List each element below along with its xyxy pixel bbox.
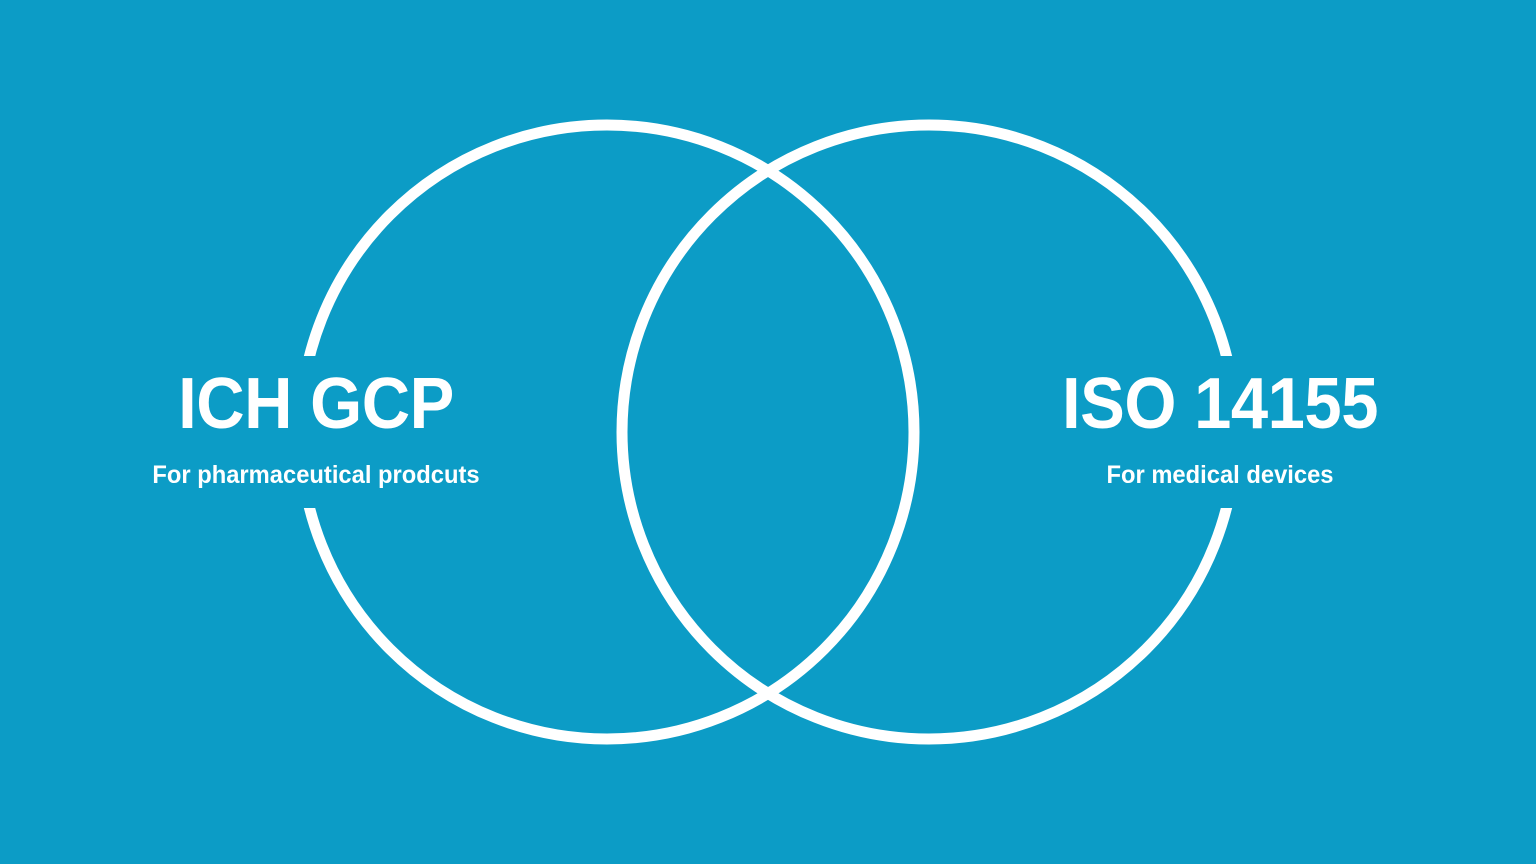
left-set-circle: [294, 119, 920, 745]
left-set-label: ICH GCP For pharmaceutical prodcuts: [96, 364, 536, 490]
left-set-subtitle: For pharmaceutical prodcuts: [152, 461, 480, 490]
right-set-circle: [616, 119, 1242, 745]
right-set-title: ISO 14155: [1062, 364, 1378, 444]
right-set-label: ISO 14155 For medical devices: [1000, 364, 1440, 490]
left-set-title: ICH GCP: [178, 364, 454, 444]
right-set-subtitle: For medical devices: [1106, 461, 1334, 490]
